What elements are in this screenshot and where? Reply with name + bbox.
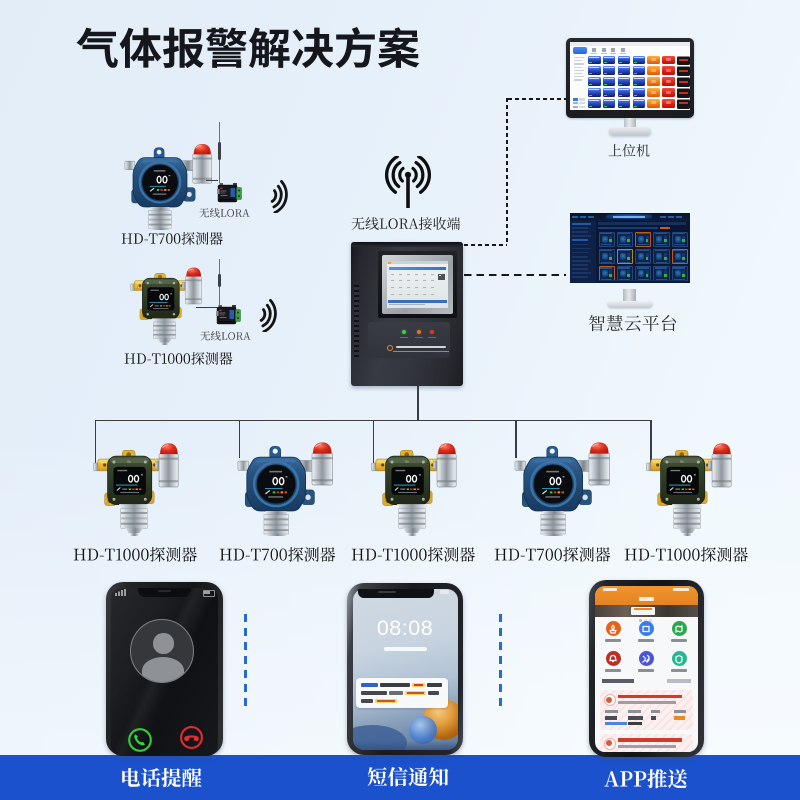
svg-text:Ex: Ex	[159, 280, 163, 284]
svg-text:Ex: Ex	[405, 459, 409, 463]
svg-text:Ex: Ex	[127, 459, 131, 463]
svg-text:Ex: Ex	[680, 459, 684, 463]
